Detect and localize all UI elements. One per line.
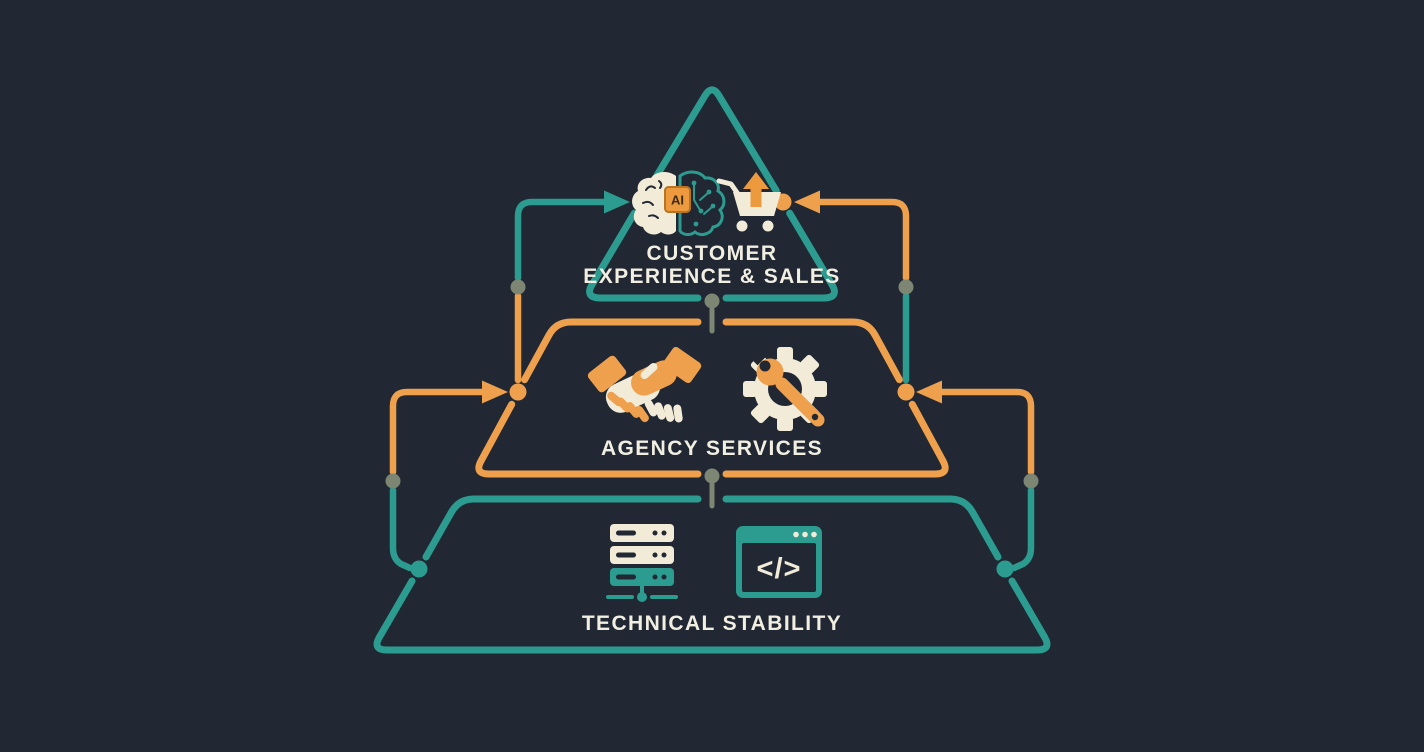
arrowhead-left-icon bbox=[794, 190, 820, 214]
mid-bottom-left-edge bbox=[475, 400, 702, 478]
hand-right bbox=[631, 360, 677, 396]
tier-bottom-trapezoid bbox=[373, 495, 1051, 654]
sleeve-right bbox=[662, 346, 702, 384]
node-dot-middle-right bbox=[897, 383, 915, 401]
brain-right-half bbox=[678, 170, 726, 236]
connector-left-middle-to-top bbox=[514, 190, 630, 384]
connector-orange-segment bbox=[938, 388, 1035, 476]
connector-left-bottom-to-middle bbox=[389, 380, 508, 572]
junction-dot-left-inner bbox=[510, 279, 526, 295]
connector-teal-segment bbox=[514, 198, 608, 282]
connector-teal-segment bbox=[389, 486, 414, 572]
junction-dot-right-inner bbox=[898, 279, 914, 295]
server-stack-icon bbox=[606, 524, 678, 602]
ai-brain-icon: AI bbox=[632, 170, 726, 236]
server-row-3 bbox=[610, 568, 674, 586]
mid-bottom-right-edge bbox=[722, 400, 949, 478]
junction-dot-right-outer bbox=[1023, 473, 1039, 489]
tier-middle-label: AGENCY SERVICES bbox=[601, 437, 823, 460]
brain-circuits bbox=[693, 183, 713, 215]
pin-dot bbox=[704, 468, 720, 484]
connector-orange-segment bbox=[816, 198, 910, 282]
gear-wrench-icon bbox=[743, 344, 827, 431]
connector-center-top bbox=[704, 293, 720, 334]
bottom-base-edge bbox=[373, 577, 1051, 654]
triangle-apex-edges bbox=[644, 86, 780, 195]
handshake-icon bbox=[587, 346, 702, 423]
brain-folds bbox=[642, 180, 663, 219]
cart-wheel-right bbox=[762, 220, 774, 232]
sleeve-left bbox=[587, 355, 627, 393]
circuit-nodes bbox=[691, 180, 716, 227]
arrowhead-right-icon bbox=[482, 380, 508, 404]
code-window-icon: </> bbox=[736, 526, 822, 598]
node-dot-bottom-left bbox=[410, 560, 428, 578]
junction-dot-left-outer bbox=[385, 473, 401, 489]
tier-top-triangle bbox=[586, 86, 838, 302]
cart-wheel-left bbox=[736, 220, 748, 232]
tier-top-label-line1: CUSTOMER bbox=[647, 242, 778, 265]
connector-right-middle-to-top bbox=[794, 190, 910, 384]
bottom-top-left-edge bbox=[422, 495, 702, 561]
mid-top-left-edge bbox=[521, 318, 702, 384]
tier-bottom-label: TECHNICAL STABILITY bbox=[582, 612, 842, 635]
tier-middle-trapezoid bbox=[475, 318, 949, 478]
mid-top-right-edge bbox=[722, 318, 903, 384]
cart-growth-icon bbox=[716, 172, 781, 232]
wrench bbox=[749, 344, 825, 427]
cart-handle bbox=[716, 178, 741, 197]
arrowhead-right-icon bbox=[604, 190, 630, 214]
fingers-right bbox=[644, 399, 683, 423]
pin-dot bbox=[704, 293, 720, 309]
code-glyph: </> bbox=[757, 553, 802, 585]
thumb-over bbox=[640, 362, 658, 380]
server-row-1 bbox=[610, 524, 674, 542]
triangle-left-base bbox=[586, 209, 702, 302]
arrowhead-left-icon bbox=[916, 380, 942, 404]
ai-chip-label: AI bbox=[671, 193, 684, 208]
connector-teal-segment bbox=[1010, 486, 1035, 572]
growth-arrow-up bbox=[743, 172, 769, 207]
ai-chip bbox=[664, 186, 691, 213]
node-dot-middle-left bbox=[509, 383, 527, 401]
server-row-2 bbox=[610, 546, 674, 564]
tier-top-label-line2: EXPERIENCE & SALES bbox=[583, 265, 840, 288]
server-slots bbox=[616, 530, 667, 580]
node-dot-bottom-right bbox=[996, 560, 1014, 578]
network-node bbox=[637, 592, 647, 602]
bottom-top-right-edge bbox=[722, 495, 1002, 561]
connector-orange-segment bbox=[389, 388, 486, 476]
fingers-left bbox=[607, 391, 649, 423]
connector-center-bottom bbox=[704, 468, 720, 509]
window-body bbox=[742, 543, 816, 592]
window-buttons bbox=[793, 531, 817, 538]
connector-right-bottom-to-middle bbox=[916, 380, 1035, 572]
triangle-right-base bbox=[722, 209, 838, 302]
